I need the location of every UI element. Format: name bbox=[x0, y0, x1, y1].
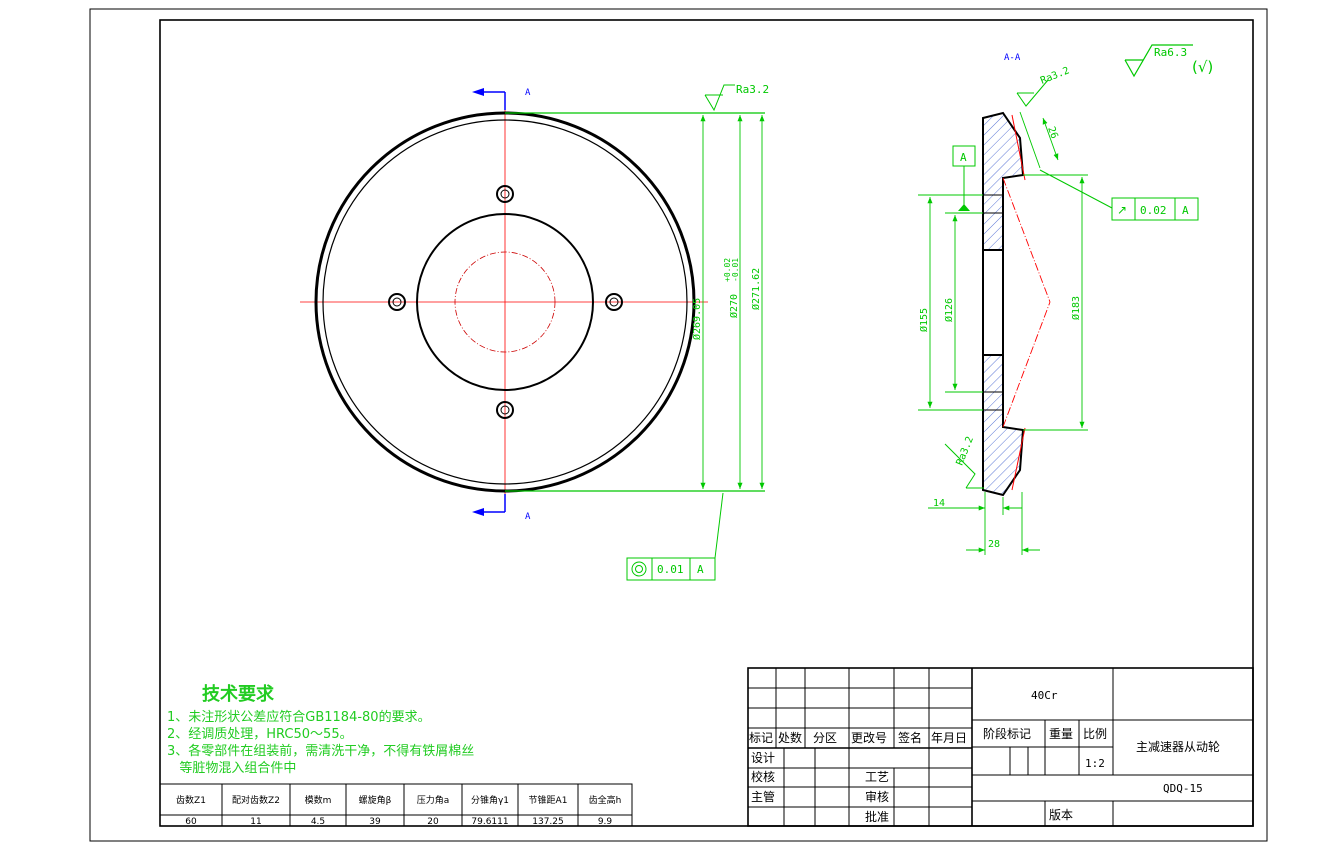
param-value-z2: 11 bbox=[250, 817, 261, 827]
concentricity-value: 0.01 bbox=[657, 563, 684, 576]
param-header-m: 模数m bbox=[305, 794, 332, 806]
title-block bbox=[747, 667, 1254, 827]
tb-header-signature: 签名 bbox=[898, 730, 922, 745]
dim-ref-tol-upper: +0.02 bbox=[723, 258, 732, 282]
front-view: A A Ø269.05 Ø270 +0.02 -0.01 Ø271.62 Ra3… bbox=[300, 83, 769, 581]
roughness-symbol-section-bottom bbox=[944, 443, 976, 489]
roughness-section-top-label: Ra3.2 bbox=[1039, 65, 1071, 86]
roughness-outer-label: Ra3.2 bbox=[736, 83, 769, 96]
tech-req-line-2: 2、经调质处理，HRC50～55。 bbox=[167, 727, 353, 742]
section-label-top: A bbox=[525, 88, 531, 98]
bolt-hole-left bbox=[388, 293, 406, 311]
tb-header-change-no: 更改号 bbox=[851, 731, 887, 745]
runout-datum: A bbox=[1182, 204, 1189, 217]
tech-req-line-1: 1、未注形状公差应符合GB1184-80的要求。 bbox=[167, 709, 431, 725]
tb-header-zone: 分区 bbox=[813, 731, 837, 745]
root-circle bbox=[322, 119, 688, 485]
tb-process: 工艺 bbox=[865, 770, 889, 784]
param-header-gamma: 分锥角γ1 bbox=[471, 794, 509, 806]
bolt-hole-right bbox=[605, 293, 623, 311]
general-roughness-value: Ra6.3 bbox=[1154, 46, 1187, 59]
tb-material: 40Cr bbox=[1031, 689, 1058, 702]
tb-header-date: 年月日 bbox=[931, 731, 967, 745]
datum-label: A bbox=[960, 151, 967, 164]
datum-triangle bbox=[958, 204, 970, 211]
section-arrow-bottom bbox=[472, 508, 484, 516]
param-value-beta: 39 bbox=[369, 817, 381, 827]
param-header-h: 齿全高h bbox=[589, 794, 622, 806]
dim-ref-tol-lower: -0.01 bbox=[731, 258, 740, 282]
tb-design: 设计 bbox=[751, 751, 775, 765]
bolt-hole-bottom bbox=[496, 401, 514, 419]
tech-req-line-4: 等脏物混入组合件中 bbox=[167, 760, 296, 776]
dim-26: 26 bbox=[1045, 125, 1059, 140]
tb-part-name: 主减速器从动轮 bbox=[1136, 740, 1220, 754]
tb-scale-label: 比例 bbox=[1083, 727, 1107, 741]
section-view: A-A A Ø155 Ø126 Ø183 bbox=[918, 53, 1199, 555]
param-value-z1: 60 bbox=[185, 817, 197, 827]
section-web bbox=[982, 249, 1004, 356]
general-roughness: Ra6.3 (√) bbox=[1124, 44, 1213, 78]
tb-weight: 重量 bbox=[1049, 727, 1073, 741]
tb-header-count: 处数 bbox=[778, 730, 802, 745]
dim-183: Ø183 bbox=[1070, 296, 1082, 320]
tb-drawing-no: QDQ-15 bbox=[1163, 782, 1203, 795]
inner-frame bbox=[159, 19, 1254, 827]
runout-icon: ↗ bbox=[1117, 203, 1127, 217]
concentricity-frame bbox=[626, 557, 716, 581]
tb-stage-mark: 阶段标记 bbox=[983, 726, 1031, 741]
outer-frame bbox=[89, 8, 1268, 842]
tb-scale-value: 1:2 bbox=[1085, 757, 1105, 770]
tech-req-line-3: 3、各零部件在组装前，需清洗干净，不得有铁屑棉丝 bbox=[167, 743, 474, 759]
roughness-symbol-outer bbox=[704, 84, 735, 112]
technical-requirements: 技术要求 1、未注形状公差应符合GB1184-80的要求。 2、经调质处理，HR… bbox=[167, 683, 474, 776]
dim-tip-diameter: Ø269.05 bbox=[691, 298, 703, 340]
pitch-cone-line-top bbox=[1002, 177, 1051, 303]
roughness-section-bottom-label: Ra3.2 bbox=[955, 435, 976, 467]
pitch-cone-line-bottom bbox=[1002, 301, 1051, 428]
tb-review: 审核 bbox=[865, 789, 889, 804]
roughness-symbol-section-top bbox=[1016, 79, 1049, 107]
inner-bore-circle bbox=[454, 251, 556, 353]
tech-req-title: 技术要求 bbox=[202, 683, 275, 705]
tb-approve: 批准 bbox=[865, 809, 889, 824]
runout-value: 0.02 bbox=[1140, 204, 1167, 217]
general-roughness-mark: (√) bbox=[1192, 58, 1213, 76]
dim-28: 28 bbox=[988, 539, 1000, 550]
concentricity-icon bbox=[631, 561, 647, 577]
section-arrow-top bbox=[472, 88, 484, 96]
dim-outer-diameter: Ø271.62 bbox=[750, 268, 762, 310]
dim-126: Ø126 bbox=[943, 298, 955, 322]
param-header-a: 压力角a bbox=[417, 794, 450, 806]
dim-ref-diameter: Ø270 bbox=[728, 294, 740, 318]
tb-version: 版本 bbox=[1049, 808, 1073, 822]
bolt-hole-top bbox=[496, 185, 514, 203]
param-value-a: 20 bbox=[427, 817, 439, 827]
param-header-a1: 节锥距A1 bbox=[529, 794, 568, 806]
param-value-gamma: 79.6111 bbox=[471, 817, 508, 827]
param-value-m: 4.5 bbox=[311, 817, 325, 827]
section-view-title: A-A bbox=[1004, 53, 1021, 63]
param-header-z1: 齿数Z1 bbox=[176, 794, 206, 806]
dim-14: 14 bbox=[933, 498, 945, 509]
runout-frame bbox=[1111, 197, 1199, 221]
section-label-bottom: A bbox=[525, 512, 531, 522]
concentricity-datum: A bbox=[697, 563, 704, 576]
hub-circle bbox=[416, 213, 594, 391]
tb-header-mark: 标记 bbox=[749, 731, 773, 745]
param-header-z2: 配对齿数Z2 bbox=[232, 794, 280, 806]
tb-check: 校核 bbox=[751, 769, 775, 784]
param-value-h: 9.9 bbox=[598, 817, 613, 827]
gear-parameter-table bbox=[159, 783, 633, 827]
tb-supervise: 主管 bbox=[751, 789, 775, 804]
param-value-a1: 137.25 bbox=[532, 817, 564, 827]
dim-155: Ø155 bbox=[918, 308, 930, 332]
param-header-beta: 螺旋角β bbox=[359, 794, 392, 806]
